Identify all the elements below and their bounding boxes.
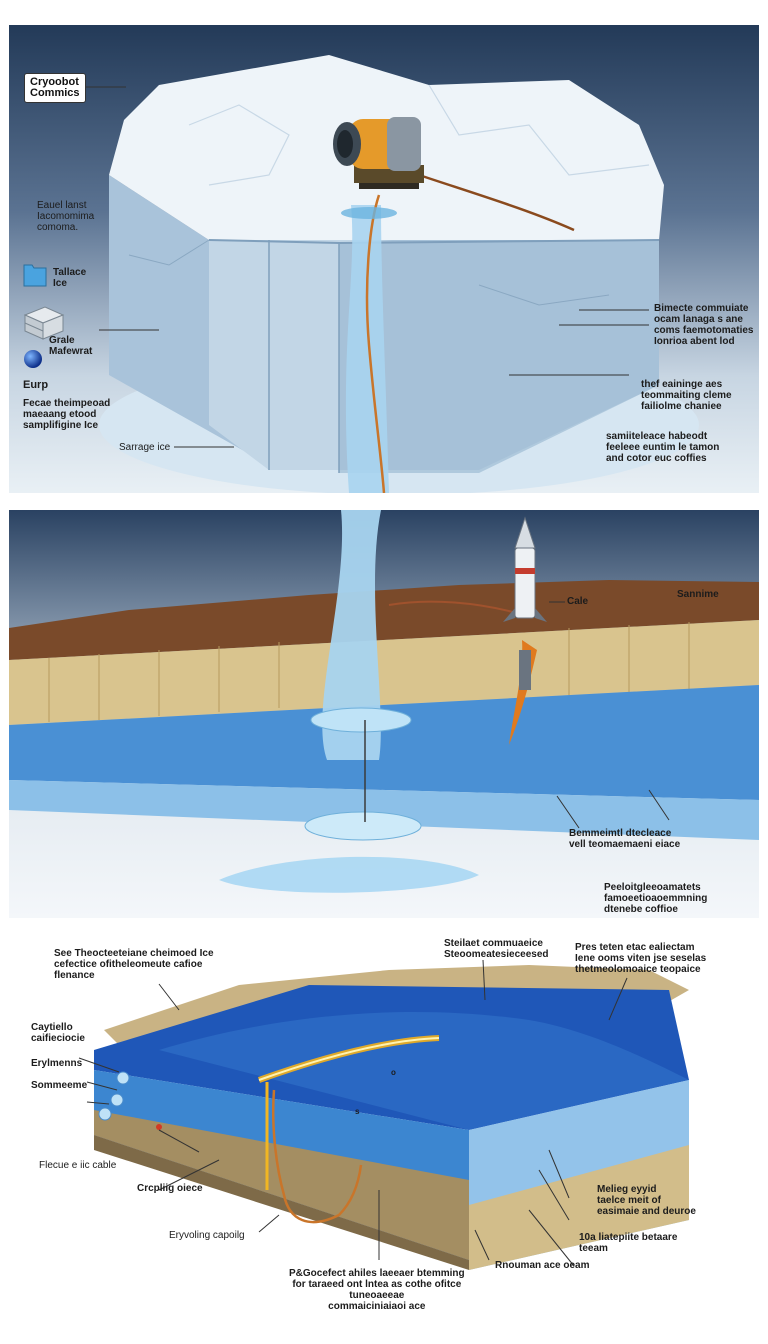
subsurface-illustration [9,510,759,893]
left-label-2: Erylmenns [31,1058,83,1069]
surface-ice-label: Sarrage ice [119,442,171,453]
right-label-1: Melieg eyyid taelce meit of easimaie and… [597,1184,696,1217]
europa-heading: Eurp [23,379,49,391]
rocket-probe [503,516,547,690]
marker-2: s [355,1107,360,1116]
tether-cable-down [365,194,386,493]
top-center-note: Steilaet commuaeice Steoomeatesieceesed [444,938,549,960]
ice-block-illustration [69,55,699,493]
surface-crust [9,580,759,660]
left-label-4: Flecue e iic cable [39,1160,117,1171]
left-label-1: Caytiello caifieciocie [31,1022,85,1044]
lower-note-2: Peeloitgleeoamatets famoeetioaoemmning d… [604,882,708,915]
surface-label: Sannime [677,589,719,600]
top-left-note: See Theocteeteiane cheimoed Ice cefectic… [54,948,214,981]
stacked-blocks-icon [21,303,67,343]
ocean-section-illustration [78,959,689,1270]
subsurface-panel: Cale Sannime Bemmeimtl dtecleace vell te… [9,510,759,918]
water-column [322,510,381,760]
right-label-3: Rnouman ace oeam [495,1260,590,1271]
cryo-cable [271,1089,363,1224]
sample-marker [156,1124,162,1130]
legend-grate-label: Grale Mafewrat [49,335,93,357]
top-right-note: Pres teten etac ealiectam Iene ooms vite… [575,942,707,975]
probe-label: Cale [567,596,589,607]
sphere-icon [23,349,43,369]
right-note-3: samiiteleace habeodt feeleee euntim le t… [606,431,720,464]
right-note-2: thef eaininge aes teommaiting cleme fail… [641,379,732,412]
cryobot-drill [333,117,424,189]
folder-icon [23,261,47,287]
marker-1: o [391,1068,396,1077]
europa-note: Fecae theimpeoad maeaang etood samplifig… [23,398,111,431]
diagram-title: Cryoobot Commics [24,73,86,103]
ice-layer [9,685,759,800]
right-label-2: 10a liatepiite betaare teeam [579,1232,678,1254]
ice-shelf-panel: Cryoobot Commics Eauel lanst Iacomomima … [9,25,759,493]
left-note: Eauel lanst Iacomomima comoma. [37,200,95,233]
legend-ice-label: Tallace Ice [53,267,87,289]
center-label-1: Crcpliig oiece [137,1183,203,1194]
water-jet [345,205,389,493]
regolith-layer [9,620,759,725]
ice-right-face [339,225,659,473]
right-note-1: Bimecte commuiate ocam lanaga s ane coms… [654,303,754,347]
left-label-3: Sommeeme [31,1080,88,1091]
ocean-cross-section-panel: o s See Theocteeteiane cheimoed Ice cefe… [9,930,759,1344]
tether-cable-side [418,173,575,232]
meltwater-pool [219,856,479,893]
lower-note-1: Bemmeimtl dtecleace vell teomaemaeni eia… [569,828,681,850]
bottom-note: P&Gocefect ahiles laeeaer btemming for t… [289,1268,465,1312]
probe-tether [388,600,525,616]
center-label-2: Eryvoling capoilg [169,1230,245,1241]
